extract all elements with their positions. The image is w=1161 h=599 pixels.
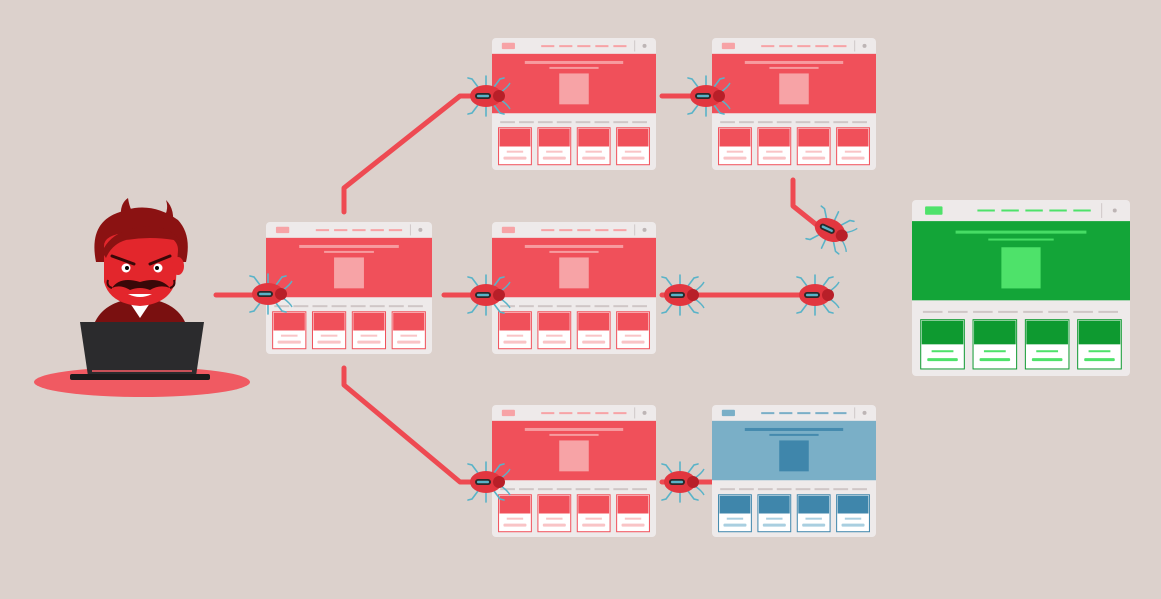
laptop-icon xyxy=(80,322,204,376)
webpage-hero-image xyxy=(779,440,809,472)
webpage-logo xyxy=(721,42,735,50)
webpage-logo xyxy=(501,226,515,234)
malware-bug-icon xyxy=(661,461,705,503)
webpage-hero-image xyxy=(559,440,589,472)
webpages xyxy=(266,38,1130,537)
webpage-hero-image xyxy=(779,73,809,105)
webpage-bottom-2 xyxy=(712,405,876,537)
webpage-bottom-1 xyxy=(492,405,656,537)
webpage-top-1 xyxy=(492,38,656,170)
webpage-logo xyxy=(721,409,735,417)
webpage-hero-image xyxy=(559,73,589,105)
search-icon xyxy=(862,410,867,415)
webpage-hero-image xyxy=(559,257,589,289)
hacker-face xyxy=(104,232,178,306)
hacker-brow xyxy=(110,254,136,266)
search-icon xyxy=(642,410,647,415)
hacker-grin xyxy=(128,294,152,297)
malware-bug-icon xyxy=(687,75,731,117)
malware-bug-icon xyxy=(467,274,511,316)
hacker-brow xyxy=(148,254,172,266)
search-icon xyxy=(418,227,423,232)
search-icon xyxy=(642,43,647,48)
webpage-hero-image xyxy=(334,257,364,289)
webpage-clean xyxy=(912,200,1130,376)
webpage-logo xyxy=(925,206,943,215)
hacker-mustache xyxy=(112,280,170,290)
webpage-logo xyxy=(501,409,515,417)
malware-bug-icon xyxy=(467,75,511,117)
malware-bug-icon xyxy=(467,461,511,503)
hacker-devil-icon xyxy=(34,198,250,397)
malware-bug-icon xyxy=(805,205,858,255)
webpage-origin xyxy=(266,222,432,354)
webpage-logo xyxy=(501,42,515,50)
search-icon xyxy=(642,227,647,232)
connector-line xyxy=(790,177,821,229)
malware-bug-icon xyxy=(249,273,293,315)
webpage-logo xyxy=(275,226,290,234)
search-icon xyxy=(1112,208,1117,213)
webpage-hero-image xyxy=(1001,247,1041,289)
webpage-middle xyxy=(492,222,656,354)
search-icon xyxy=(862,43,867,48)
malware-bug-icon xyxy=(661,274,705,316)
webpage-top-2 xyxy=(712,38,876,170)
bugs xyxy=(249,75,858,503)
malware-bug-icon xyxy=(796,274,840,316)
connector-line xyxy=(341,365,493,485)
